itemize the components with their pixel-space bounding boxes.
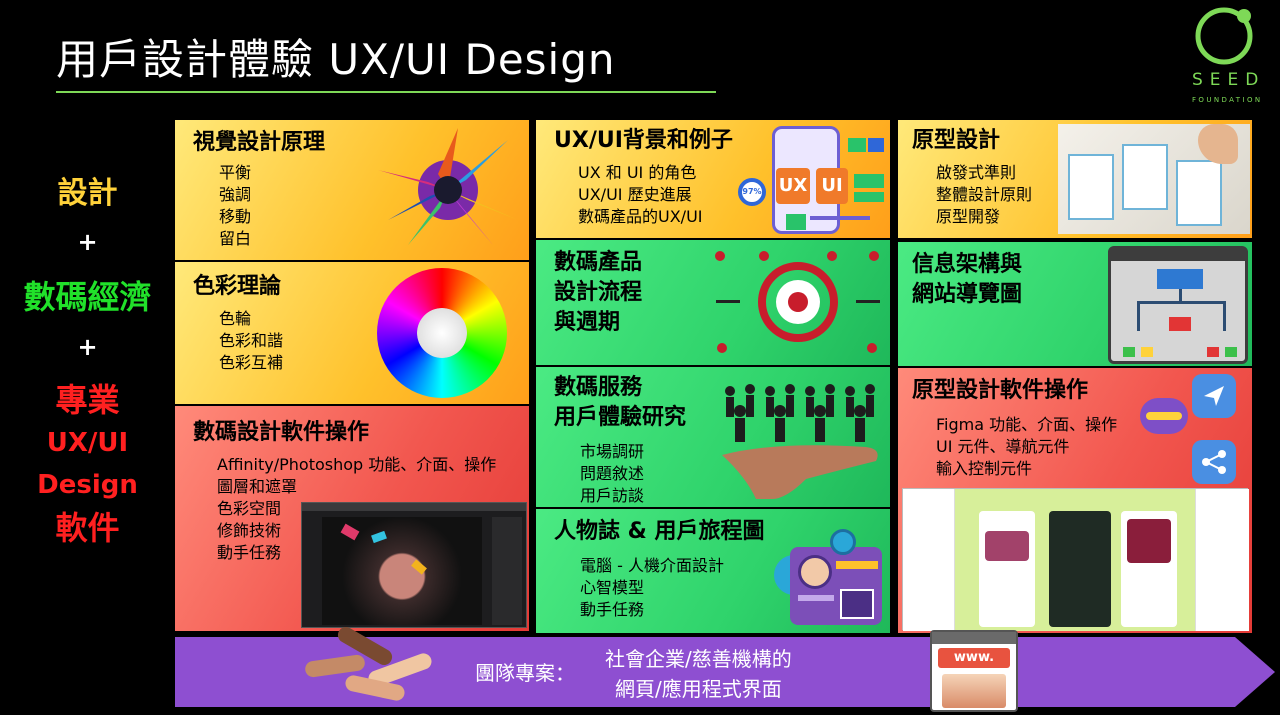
card-items: UX 和 UI 的角色 UX/UI 歷史進展 數碼產品的UX/UI (578, 162, 703, 228)
ui-badge: UI (816, 168, 848, 204)
card-title: 數碼服務 用戶體驗研究 (554, 373, 686, 433)
toggle-pill-icon (1140, 398, 1188, 434)
card-information-architecture: 信息架構與 網站導覽圖 (898, 242, 1252, 366)
list-item: 強調 (219, 185, 252, 204)
list-item: 色彩和諧 (219, 331, 284, 350)
card-items: 市場調研 問題敘述 用戶訪談 (580, 441, 644, 507)
share-icon (1192, 440, 1236, 484)
side-pro-line2: UX/UI (46, 428, 129, 458)
side-professional-label: 專業 UX/UI Design 軟件 (0, 378, 175, 550)
list-item: Figma 功能、介面、操作 (936, 415, 1118, 434)
card-prototype-software: 原型設計軟件操作 Figma 功能、介面、操作 UI 元件、導航元件 輸入控制元… (898, 368, 1252, 633)
list-item: UX/UI 歷史進展 (578, 185, 692, 204)
list-item: 數碼產品的UX/UI (578, 207, 703, 226)
card-title-line: 用戶體驗研究 (554, 405, 687, 430)
list-item: 色彩互補 (219, 353, 284, 372)
card-persona-journey: 人物誌 & 用戶旅程圖 電腦 - 人機介面設計 心智模型 動手任務 (536, 509, 890, 633)
card-title: 色彩理論 (193, 274, 282, 299)
list-item: 整體設計原則 (936, 185, 1033, 204)
side-pro-line3: Design (37, 470, 138, 500)
list-item: 市場調研 (580, 442, 645, 461)
card-title: 原型設計 (912, 128, 1001, 153)
page-title: 用戶設計體驗 UX/UI Design (56, 35, 616, 84)
color-wheel-illustration (377, 268, 507, 398)
card-items: 啟發式準則 整體設計原則 原型開發 (936, 162, 1032, 228)
banner-text: 社會企業/慈善機構的 網頁/應用程式界面 (605, 644, 792, 704)
card-visual-design: 視覺設計原理 平衡 強調 移動 留白 (175, 120, 529, 260)
card-items: Affinity/Photoshop 功能、介面、操作 圖層和遮罩 色彩空間 修… (217, 454, 496, 564)
seed-logo-icon (1195, 7, 1253, 65)
list-item: 留白 (219, 229, 252, 248)
card-items: 色輪 色彩和諧 色彩互補 (219, 308, 283, 374)
card-items: Figma 功能、介面、操作 UI 元件、導航元件 輸入控制元件 (936, 414, 1117, 480)
side-pro-line1: 專業 (55, 381, 120, 419)
list-item: 問題敘述 (580, 464, 645, 483)
card-uxui-background: UX/UI背景和例子 UX 和 UI 的角色 UX/UI 歷史進展 數碼產品的U… (536, 120, 890, 238)
side-plus-2: + (77, 333, 98, 361)
side-plus-1: + (77, 228, 98, 256)
card-title: 視覺設計原理 (193, 130, 326, 155)
card-title: 人物誌 & 用戶旅程圖 (554, 519, 765, 544)
list-item: UI 元件、導航元件 (936, 437, 1070, 456)
send-icon (1192, 374, 1236, 418)
banner-line: 網頁/應用程式界面 (615, 677, 782, 701)
logo-subtext: FOUNDATION (1192, 96, 1263, 104)
list-item: 輸入控制元件 (936, 459, 1033, 478)
list-item: 心智模型 (580, 578, 645, 597)
sitemap-illustration (1108, 246, 1248, 364)
uxui-illustration: UX UI 97% (736, 124, 888, 236)
photo-editor-screenshot (301, 502, 527, 628)
side-design-label: 設計 (57, 176, 118, 211)
card-product-process: 數碼產品 設計流程 與週期 (536, 240, 890, 365)
browser-window-illustration: www. (930, 630, 1018, 712)
card-title: 原型設計軟件操作 (912, 378, 1089, 403)
list-item: 用戶訪談 (580, 486, 645, 505)
figma-screenshot (902, 488, 1249, 631)
card-title-line: 信息架構與 (912, 252, 1023, 277)
percent-gauge: 97% (738, 178, 766, 206)
list-item: Affinity/Photoshop 功能、介面、操作 (217, 455, 497, 474)
list-item: UX 和 UI 的角色 (578, 163, 697, 182)
banner-line: 社會企業/慈善機構的 (605, 647, 792, 671)
wireframe-sketch-photo (1058, 124, 1250, 234)
list-item: 原型開發 (936, 207, 1001, 226)
side-digital-economy-label: 數碼經濟 (23, 278, 152, 316)
www-badge: www. (938, 648, 1010, 668)
banner-label: 團隊專案： (475, 661, 575, 685)
card-user-research: 數碼服務 用戶體驗研究 市場調研 問題敘述 用戶訪談 (536, 367, 890, 507)
list-item: 圖層和遮罩 (217, 477, 298, 496)
logo-wordmark: SEED (1192, 70, 1266, 90)
card-title-line: 數碼產品 (554, 250, 643, 275)
list-item: 修飾技術 (217, 521, 282, 540)
color-explosion-illustration (378, 128, 518, 245)
card-items: 電腦 - 人機介面設計 心智模型 動手任務 (580, 555, 724, 621)
card-title-line: 數碼服務 (554, 375, 643, 400)
product-cycle-diagram (715, 251, 880, 353)
card-title: 信息架構與 網站導覽圖 (912, 250, 1022, 310)
card-title: 數碼設計軟件操作 (193, 420, 370, 445)
card-title-line: 網站導覽圖 (912, 282, 1023, 307)
card-title-line: 設計流程 (554, 280, 643, 305)
card-color-theory: 色彩理論 色輪 色彩和諧 色彩互補 (175, 262, 529, 404)
card-title: 數碼產品 設計流程 與週期 (554, 248, 642, 338)
list-item: 電腦 - 人機介面設計 (580, 556, 724, 575)
list-item: 動手任務 (580, 600, 645, 619)
crowd-on-hand-illustration (722, 384, 878, 499)
list-item: 色輪 (219, 309, 252, 328)
list-item: 動手任務 (217, 543, 282, 562)
list-item: 移動 (219, 207, 252, 226)
card-title-line: 與週期 (554, 310, 621, 335)
list-item: 色彩空間 (217, 499, 282, 518)
card-prototype-design: 原型設計 啟發式準則 整體設計原則 原型開發 (898, 120, 1252, 238)
list-item: 平衡 (219, 163, 252, 182)
hands-together-illustration (304, 624, 435, 712)
card-items: 平衡 強調 移動 留白 (219, 162, 251, 250)
persona-card-illustration (774, 529, 884, 629)
card-digital-software: 數碼設計軟件操作 Affinity/Photoshop 功能、介面、操作 圖層和… (175, 406, 529, 631)
list-item: 啟發式準則 (936, 163, 1017, 182)
card-title: UX/UI背景和例子 (554, 128, 733, 153)
side-pro-line4: 軟件 (55, 509, 120, 547)
title-underline (56, 91, 716, 93)
ux-badge: UX (776, 168, 810, 204)
